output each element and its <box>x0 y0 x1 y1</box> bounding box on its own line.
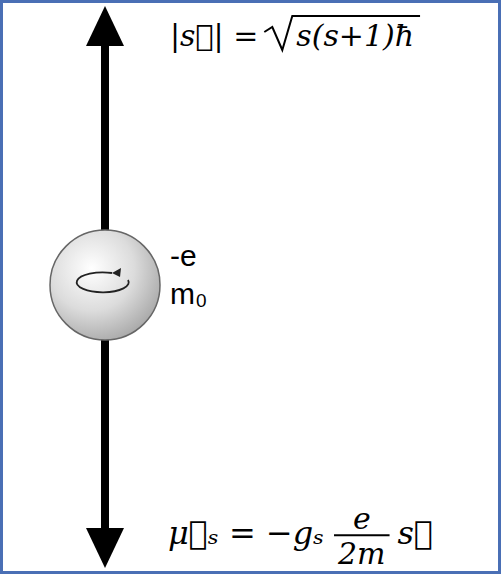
moment-arrow-head <box>86 528 124 568</box>
moment-formula-spin: s⃗ <box>398 514 434 552</box>
moment-arrow-shaft <box>101 336 109 532</box>
electron-sphere <box>50 230 160 340</box>
spin-magnitude-lhs: |s⃗| = <box>170 18 258 54</box>
fraction-numerator: e <box>353 501 371 537</box>
spin-arrow-shaft <box>101 40 109 236</box>
moment-formula-lhs: μ⃗ₛ = −gₛ <box>168 514 324 552</box>
spin-arrow-head <box>86 6 124 46</box>
mass-label: m₀ <box>170 276 207 312</box>
rotation-arrow-head <box>112 268 121 277</box>
fraction-denominator: 2m <box>338 536 386 572</box>
rotation-arrow <box>77 272 129 292</box>
charge-label: -e <box>170 238 197 274</box>
spin-magnitude-radicand: s(s+1)ħ <box>296 18 414 54</box>
